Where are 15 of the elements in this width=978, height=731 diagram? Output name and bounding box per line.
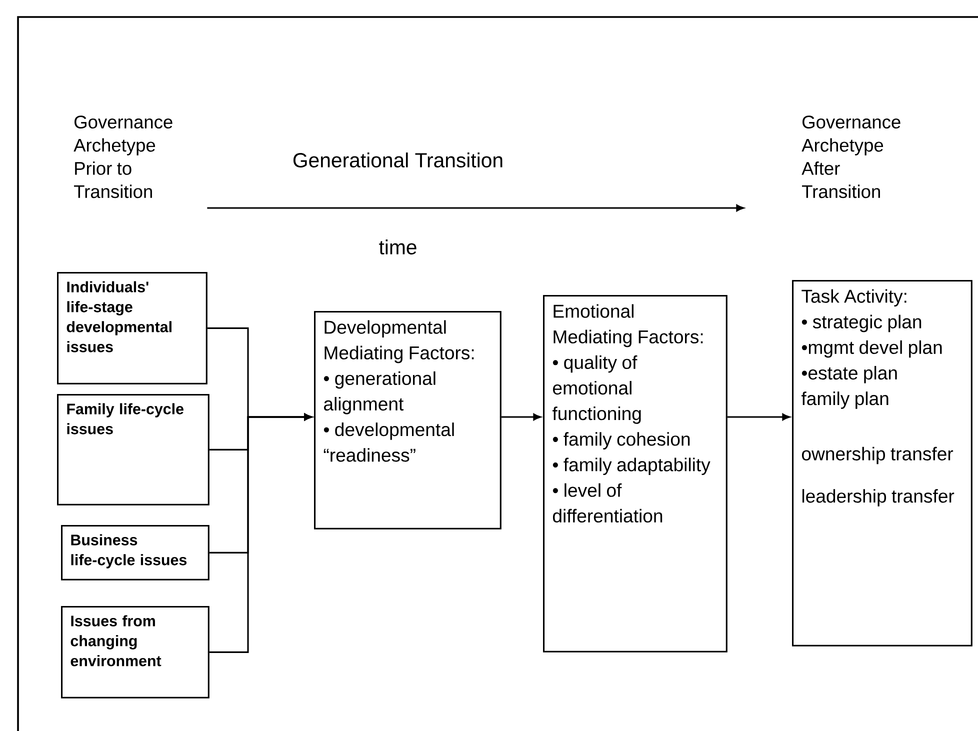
edge-label: Generational Transition [291,151,505,169]
heading-text: Governance Archetype After Transition [802,116,900,198]
issue-box: Issues from changing environment [61,606,210,698]
arrow [209,413,312,653]
heading-text: Governance Archetype Prior to Transition [74,116,172,198]
factor-box: Developmental Mediating Factors: • generational alignment • developmental “readiness” [314,311,502,530]
arrow [501,413,541,421]
factor-box: Task Activity: • strategic plan •mgmt devel plan •estate plan family plan ownership transfer leadership transfer [792,280,972,646]
issue-box: Family life-cycle issues [57,394,210,506]
issue-box: Business life-cycle issues [61,525,210,580]
axis-label: time [379,240,416,254]
arrow [207,204,744,212]
arrow [727,413,790,421]
issue-box: Individuals' life-stage developmental issues [57,272,208,384]
factor-box: Emotional Mediating Factors: • quality of emotional functioning • family cohesion • family adaptability • level of differentiation [543,295,728,652]
